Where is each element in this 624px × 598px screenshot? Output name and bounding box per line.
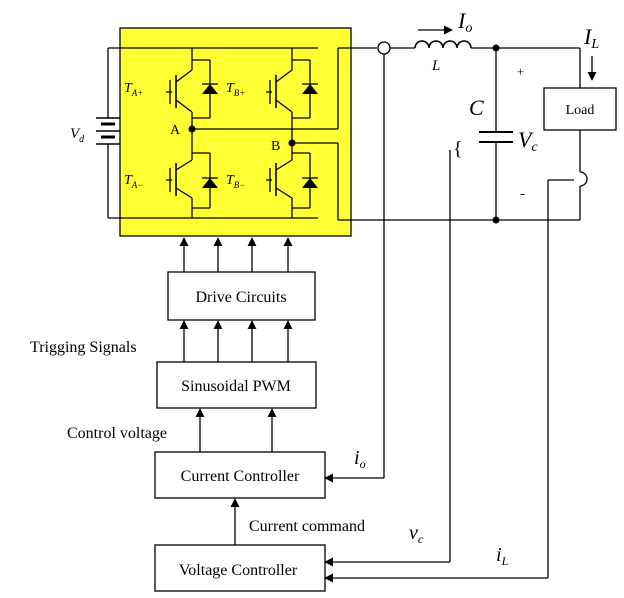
- label-il-current: IL: [583, 24, 599, 52]
- label-vc-feedback: vc: [409, 522, 424, 546]
- label-tb-plus: TB+: [226, 81, 245, 98]
- load-box: [543, 87, 617, 131]
- switch-ta-minus-icon: [166, 152, 218, 209]
- label-node-b: B: [271, 139, 280, 154]
- label-capacitor: C: [469, 95, 484, 120]
- label-brace: {: [453, 138, 463, 160]
- current-command-label: Current command: [249, 518, 365, 535]
- label-ta-plus: TA+: [124, 81, 143, 98]
- node-b-dot: [288, 139, 296, 147]
- label-tb-minus: TB−: [226, 173, 245, 190]
- control-voltage-label: Control voltage: [67, 425, 167, 442]
- current-controller-label: Current Controller: [181, 468, 300, 485]
- node-a-dot: [188, 125, 196, 133]
- label-ta-minus: TA−: [124, 173, 143, 190]
- label-io-feedback: io: [354, 447, 366, 471]
- current-sensor-il-icon: [579, 171, 588, 187]
- label-minus: -: [520, 186, 525, 202]
- current-sensor-io-icon: [377, 41, 391, 55]
- inverter-bridge: [119, 27, 352, 237]
- label-plus: +: [517, 64, 524, 79]
- drive-circuits-label: Drive Circuits: [195, 289, 286, 306]
- label-io-current: Io: [457, 8, 472, 36]
- dc-source-icon: [96, 47, 208, 219]
- sinusoidal-pwm-label: Sinusoidal PWM: [181, 378, 291, 395]
- drive-circuits-box: [167, 271, 316, 321]
- label-il-feedback: iL: [496, 544, 509, 568]
- switch-tb-plus-icon: [266, 59, 318, 119]
- voltage-controller-box: [154, 544, 326, 592]
- trigging-signals-label: Trigging Signals: [30, 339, 137, 356]
- capacitor-icon: [479, 131, 513, 143]
- label-vd: Vd: [70, 126, 85, 145]
- label-vc-voltage: Vc: [518, 127, 538, 155]
- sinusoidal-pwm-box: [156, 361, 317, 409]
- inductor-icon: [414, 40, 472, 49]
- current-controller-box: [154, 451, 326, 499]
- switch-ta-plus-icon: [166, 59, 218, 119]
- load-label: Load: [566, 103, 595, 118]
- label-inductor: L: [431, 58, 440, 74]
- voltage-controller-label: Voltage Controller: [179, 562, 298, 579]
- switch-tb-minus-icon: [266, 152, 318, 209]
- label-node-a: A: [170, 123, 181, 138]
